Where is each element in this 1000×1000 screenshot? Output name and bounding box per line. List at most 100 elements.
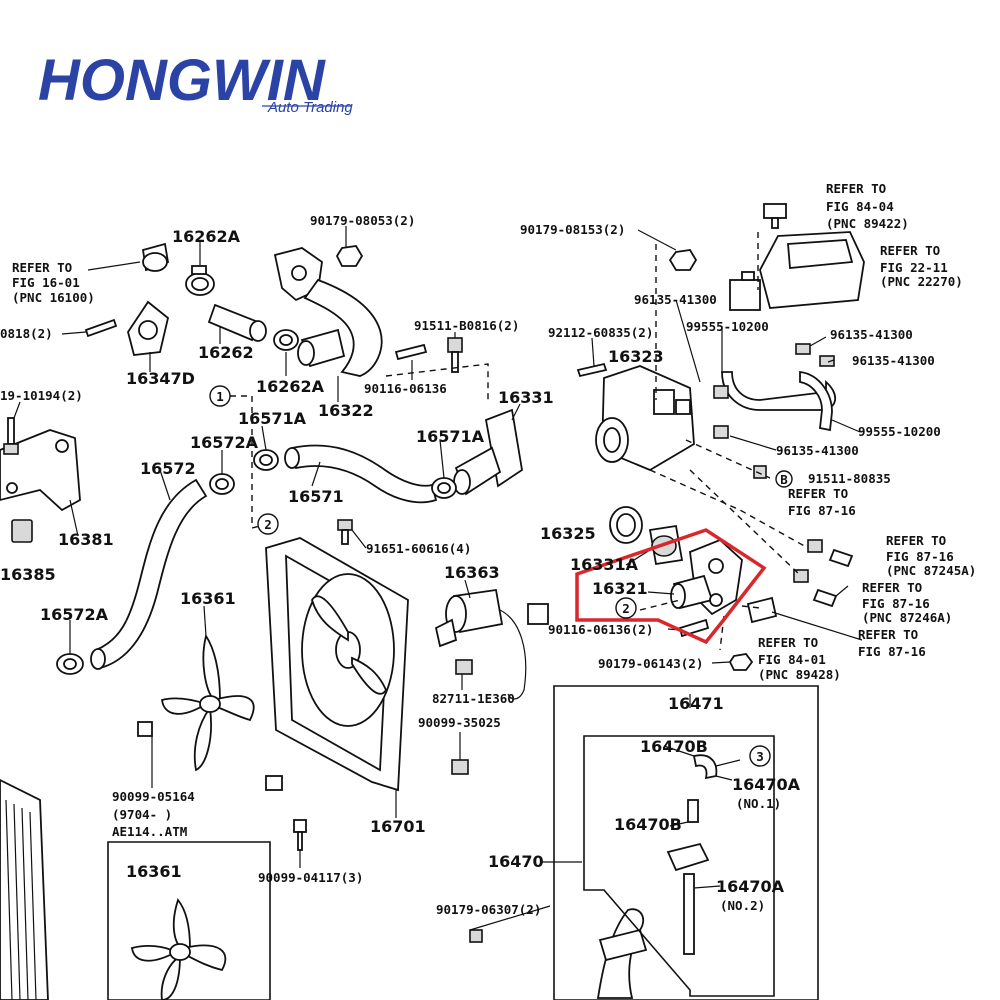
part-label: 90099-05164 xyxy=(112,789,195,804)
hose-clamp-icon xyxy=(713,385,729,399)
reference-label: REFER TO xyxy=(880,243,940,258)
callout-2: 2 xyxy=(615,597,637,619)
callout-b: B xyxy=(775,470,793,488)
part-labels: 90179-08053(2) 16262A REFER TO FIG 16-01… xyxy=(0,181,976,917)
part-label: 82711-1E360 xyxy=(432,691,515,706)
bolt-icon xyxy=(447,337,463,373)
part-label: 16471 xyxy=(668,694,724,713)
stud-bolt-icon xyxy=(84,318,118,338)
bolt-icon xyxy=(753,465,767,479)
bracket-16381-icon xyxy=(0,429,81,512)
part-label: AE114..ATM xyxy=(112,824,187,839)
part-label: 90116-06136 xyxy=(364,381,447,396)
part-label: 91511-B0816(2) xyxy=(414,318,519,333)
part-label: 99555-10200 xyxy=(686,319,769,334)
sensor-89422-icon xyxy=(763,203,787,229)
reference-label: REFER TO xyxy=(12,260,72,275)
part-label: 99555-10200 xyxy=(858,424,941,439)
part-label: 16470 xyxy=(488,852,544,871)
part-label: 96135-41300 xyxy=(852,353,935,368)
part-label: 91651-60616(4) xyxy=(366,541,471,556)
nut-icon xyxy=(728,653,754,671)
hose-clamp-icon xyxy=(431,477,457,499)
hose-clamp-icon xyxy=(253,449,279,471)
part-label: 92112-60835(2) xyxy=(548,325,653,340)
svg-text:1: 1 xyxy=(216,389,224,404)
reference-label: FIG 84-01 xyxy=(758,652,826,667)
part-label: (NO.1) xyxy=(736,796,781,811)
reference-label: REFER TO xyxy=(826,181,886,196)
reference-label: FIG 87-16 xyxy=(788,503,856,518)
highlight-box xyxy=(575,528,767,645)
nut-icon xyxy=(469,929,483,943)
part-label: 16331 xyxy=(498,388,554,407)
hose-clamp-icon xyxy=(807,539,823,553)
leader-lines xyxy=(13,226,863,931)
reference-label: REFER TO xyxy=(858,627,918,642)
hose-end-icon xyxy=(141,242,170,272)
reference-label: (PNC 89422) xyxy=(826,216,909,231)
part-label: 16470A xyxy=(732,775,801,794)
reference-label: (PNC 89428) xyxy=(758,667,841,682)
callout-2: 2 xyxy=(257,513,279,535)
reference-label: FIG 87-16 xyxy=(858,644,926,659)
part-label: 90099-04117(3) xyxy=(258,870,363,885)
cushion-16385-icon xyxy=(11,519,33,543)
reference-label: (PNC 22270) xyxy=(880,274,963,289)
part-label: 16470B xyxy=(614,815,682,834)
logo-subtitle: Auto Trading xyxy=(267,99,353,116)
bolt-icon xyxy=(3,417,19,455)
part-label: 16572 xyxy=(140,459,196,478)
reference-label: REFER TO xyxy=(862,580,922,595)
part-label: 16361 xyxy=(180,589,236,608)
part-label: 90116-06136(2) xyxy=(548,622,653,637)
bolt-icon xyxy=(293,819,307,851)
part-label: 16470A xyxy=(716,877,785,896)
water-inlet-16321-icon xyxy=(670,538,743,616)
gasket-16347d-icon xyxy=(127,300,170,356)
reference-label: REFER TO xyxy=(788,486,848,501)
fan-motor-16363-icon xyxy=(434,588,549,700)
part-label: 16363 xyxy=(444,563,500,582)
part-label: 16331A xyxy=(570,555,639,574)
hose-clamp-icon xyxy=(819,355,835,367)
part-label: 16347D xyxy=(126,369,195,388)
connector-icon xyxy=(455,659,473,675)
nut-icon xyxy=(335,245,364,267)
part-label: 16571A xyxy=(416,427,485,446)
reservoir-box-16471 xyxy=(553,685,819,1000)
nut-icon xyxy=(137,721,153,737)
reference-label: (PNC 87246A) xyxy=(862,610,952,625)
part-label: 16321 xyxy=(592,579,648,598)
clip-icon xyxy=(451,759,469,775)
hose-clamp-icon xyxy=(273,329,299,351)
svg-text:2: 2 xyxy=(264,517,272,532)
part-label: 16325 xyxy=(540,524,596,543)
part-label: 16381 xyxy=(58,530,114,549)
hose-clamp-icon xyxy=(185,265,215,296)
part-label: 16323 xyxy=(608,347,664,366)
reference-label: FIG 87-16 xyxy=(862,596,930,611)
hose-clamp-icon xyxy=(209,473,235,495)
part-label: 90099-35025 xyxy=(418,715,501,730)
part-label: 16571A xyxy=(238,409,307,428)
part-label: 91511-80835 xyxy=(808,471,891,486)
part-label: (9704- ) xyxy=(112,807,172,822)
part-label: 16572A xyxy=(190,433,259,452)
part-label: 16262 xyxy=(198,343,254,362)
callout-3: 3 xyxy=(749,745,771,767)
part-label: 16322 xyxy=(318,401,374,420)
reference-label: FIG 22-11 xyxy=(880,260,948,275)
part-label: 16361 xyxy=(126,862,182,881)
part-label: 16572A xyxy=(40,605,109,624)
hose-16262-icon xyxy=(207,303,267,342)
reference-label: FIG 87-16 xyxy=(886,549,954,564)
water-housing-16323-icon xyxy=(595,365,695,472)
hose-16572-icon xyxy=(90,478,208,670)
reference-label: (PNC 16100) xyxy=(12,290,95,305)
part-label: 16571 xyxy=(288,487,344,506)
reference-label: FIG 16-01 xyxy=(12,275,80,290)
hose-end-icon xyxy=(828,548,854,568)
dashed-lines xyxy=(230,232,809,651)
logo-brand: HONGWIN xyxy=(38,48,326,113)
